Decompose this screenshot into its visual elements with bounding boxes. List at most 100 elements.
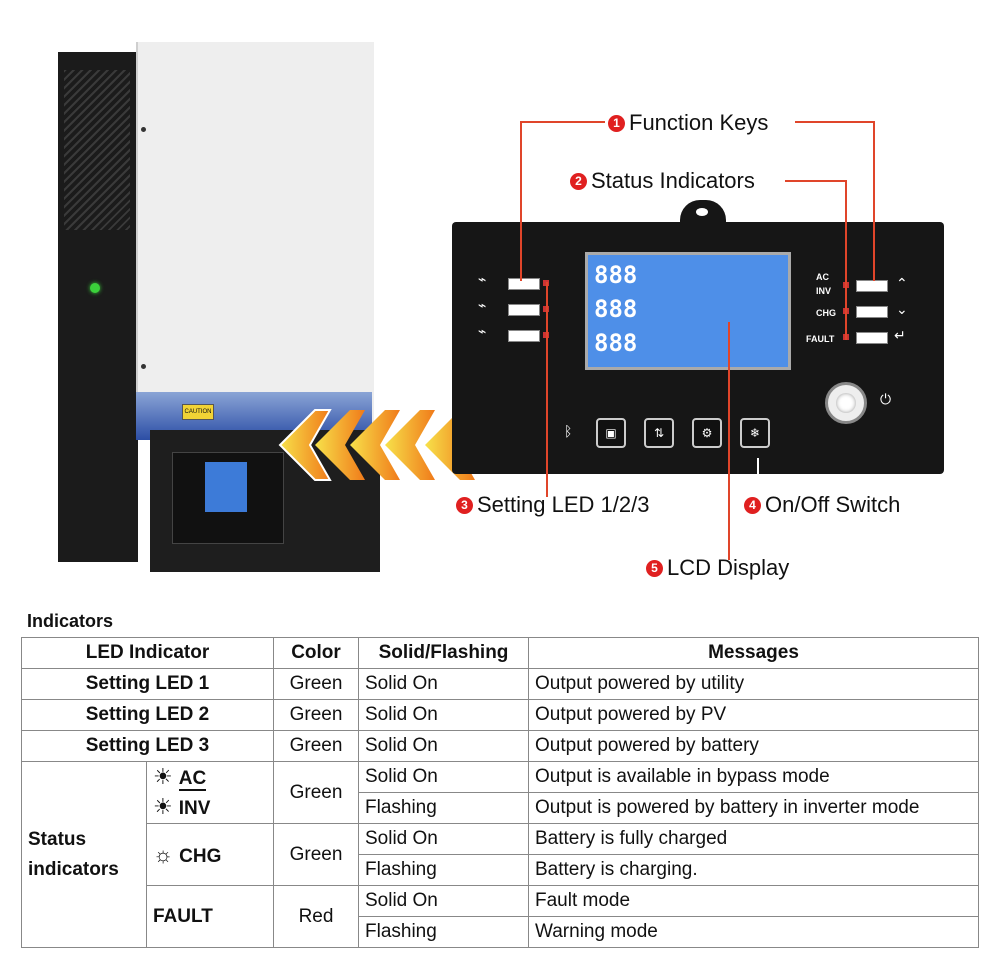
chevron-up-icon: ⌃ [896, 276, 908, 292]
power-switch[interactable] [825, 382, 867, 424]
chg-mode: Flashing [358, 854, 529, 886]
led-message: Output powered by utility [528, 668, 979, 700]
callout-line [520, 121, 605, 123]
function-key-3[interactable]: ⚙ [692, 418, 722, 448]
fault-symbol: FAULT [146, 885, 274, 948]
callout-line [795, 121, 875, 123]
indicators-table: LED Indicator Color Solid/Flashing Messa… [21, 637, 979, 948]
status-label-ac: AC [816, 272, 829, 282]
fault-mode: Solid On [358, 885, 529, 917]
function-key-1[interactable]: ▣ [596, 418, 626, 448]
acinv-message: Output is available in bypass mode [528, 761, 979, 793]
inverter-illustration: CAUTION [0, 0, 400, 600]
table-header-row: LED Indicator Color Solid/Flashing Messa… [21, 637, 979, 669]
setting-led-2-button[interactable] [508, 304, 540, 316]
status-label-inv: INV [816, 286, 832, 296]
led-mode: Solid On [358, 730, 529, 762]
header-messages: Messages [528, 637, 979, 669]
chg-color: Green [273, 823, 359, 886]
up-key-button[interactable] [856, 280, 888, 292]
chg-symbol: ☼CHG [146, 823, 274, 886]
led-message: Output powered by battery [528, 730, 979, 762]
half-sun-icon: ☀ [153, 793, 173, 819]
callout-line [546, 282, 548, 497]
battery-icon: ⌁ [478, 324, 487, 340]
table-row: Flashing Battery is charging. [22, 854, 979, 886]
acinv-color: Green [273, 761, 359, 824]
callout-line [757, 458, 759, 496]
status-group-line: Status [28, 828, 87, 850]
chg-message: Battery is fully charged [528, 823, 979, 855]
callout-text: Setting LED 1/2/3 [477, 492, 650, 517]
sun-icon: ☀ [153, 763, 173, 789]
lcd-display: 888 888 888 [585, 252, 791, 370]
utility-icon: ⌁ [478, 272, 487, 288]
led-color: Green [273, 668, 359, 700]
function-key-2[interactable]: ⇅ [644, 418, 674, 448]
pv-icon: ⌁ [478, 298, 487, 314]
power-icon: ⏻ [880, 392, 892, 408]
callout-line [785, 180, 847, 182]
setting-led-3-button[interactable] [508, 330, 540, 342]
table-title: Indicators [27, 611, 114, 631]
callout-text: Status Indicators [591, 168, 755, 193]
screw-icon [141, 364, 146, 369]
table-row: Setting LED 3 Green Solid On Output powe… [21, 730, 979, 762]
header-color: Color [273, 637, 359, 669]
bluetooth-icon: ᛒ [564, 424, 573, 440]
sun-outline-icon: ☼ [153, 841, 174, 867]
status-group-line: indicators [28, 858, 119, 880]
callout-number: 1 [608, 115, 625, 132]
caution-label: CAUTION [182, 404, 214, 420]
chg-mode: Solid On [358, 823, 529, 855]
fault-mode: Flashing [358, 916, 529, 948]
callout-line [520, 121, 522, 281]
status-group-label: Status indicators [21, 761, 147, 948]
inverter-lcd [205, 462, 247, 512]
enter-icon: ↵ [894, 328, 906, 344]
fault-label: FAULT [153, 905, 213, 927]
status-label-chg: CHG [816, 308, 836, 318]
led-color: Green [273, 699, 359, 731]
callout-text: Function Keys [629, 110, 769, 135]
table-row: Setting LED 2 Green Solid On Output powe… [21, 699, 979, 731]
acinv-mode: Flashing [358, 792, 529, 824]
ac-label: AC [178, 767, 207, 791]
callout-line [845, 180, 847, 340]
enter-key-button[interactable] [856, 332, 888, 344]
panel-mount-tab [680, 200, 726, 226]
fault-color: Red [273, 885, 359, 948]
lcd-digits: 888 [594, 261, 638, 289]
table-row: ☼CHG Green Solid On Battery is fully cha… [22, 823, 979, 886]
status-label-fault: FAULT [806, 334, 835, 344]
callout-line [728, 322, 730, 560]
led-mode: Solid On [358, 668, 529, 700]
down-key-button[interactable] [856, 306, 888, 318]
table-row: FAULT Red Solid On Fault mode [22, 885, 979, 948]
chevron-down-icon: ⌄ [896, 302, 908, 318]
led-name: Setting LED 1 [21, 668, 274, 700]
callout-line [873, 121, 875, 281]
led-color: Green [273, 730, 359, 762]
callout-number: 2 [570, 173, 587, 190]
function-key-4[interactable]: ❄ [740, 418, 770, 448]
led-mode: Solid On [358, 699, 529, 731]
lcd-digits: 888 [594, 329, 638, 357]
fault-message: Fault mode [528, 885, 979, 917]
setting-led-1-button[interactable] [508, 278, 540, 290]
inverter-front-cover [136, 42, 374, 432]
table-row: Status indicators ☀AC ☀INV Green Solid O… [21, 761, 979, 948]
table-row: Setting LED 1 Green Solid On Output powe… [21, 668, 979, 700]
callout-text: LCD Display [667, 555, 790, 580]
acinv-message: Output is powered by battery in inverter… [528, 792, 979, 824]
lcd-digits: 888 [594, 295, 638, 323]
chg-message: Battery is charging. [528, 854, 979, 886]
table-row: Flashing Output is powered by battery in… [22, 792, 979, 824]
chg-label: CHG [179, 845, 222, 867]
inverter-vent [64, 70, 130, 230]
inv-label: INV [178, 797, 211, 819]
acinv-mode: Solid On [358, 761, 529, 793]
